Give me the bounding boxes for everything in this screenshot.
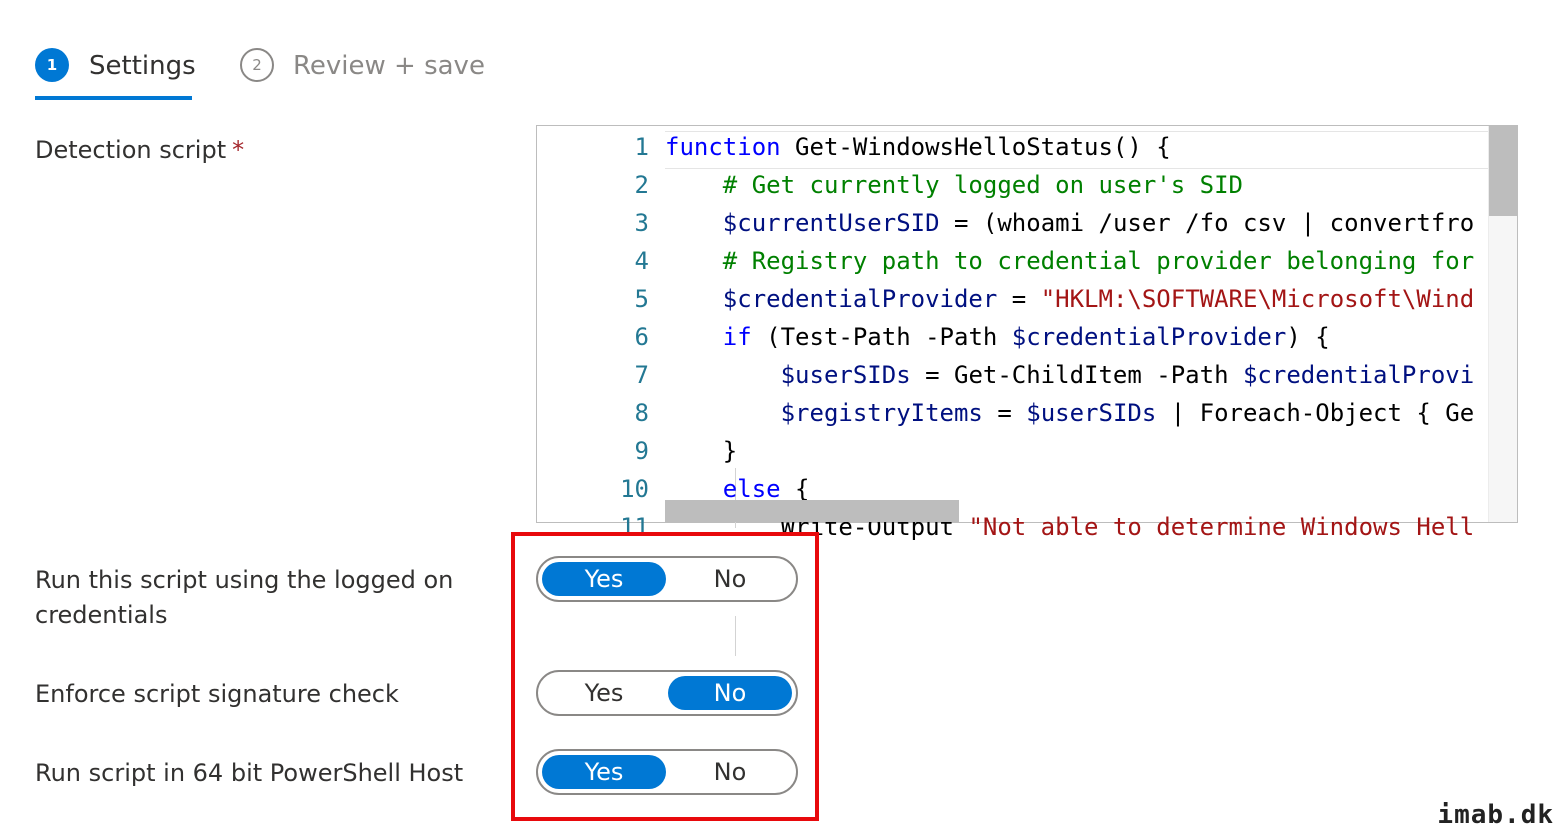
step-label-review-save: Review + save [293, 51, 485, 81]
line-number-gutter: 1 2 3 4 5 6 7 8 9 10 11 [537, 126, 665, 541]
64bit-host-label: Run script in 64 bit PowerShell Host [35, 759, 464, 787]
detection-script-editor[interactable]: 1 2 3 4 5 6 7 8 9 10 11 function Get-WindowsHelloS… [536, 125, 1518, 656]
run-as-logged-on-toggle[interactable]: Yes No [536, 556, 798, 602]
signature-check-label: Enforce script signature check [35, 680, 399, 708]
detection-script-label-text: Detection script [35, 136, 227, 164]
horizontal-scrollbar-thumb[interactable] [665, 500, 959, 522]
line-number: 10 [620, 475, 649, 503]
signature-check-yes[interactable]: Yes [584, 679, 624, 707]
line-number: 6 [634, 323, 649, 351]
indent-guide [735, 616, 736, 656]
watermark: imab.dk [1437, 800, 1554, 830]
code-line: $credentialProvider = "HKLM:\SOFTWARE\Mi… [722, 285, 1475, 313]
code-line: $registryItems = $userSIDs | Foreach-Obj… [780, 399, 1475, 427]
64bit-host-no[interactable]: No [713, 758, 747, 786]
step-number-1: 1 [35, 48, 69, 82]
code-line: function Get-WindowsHelloStatus() { [665, 133, 1171, 161]
step-number-2: 2 [240, 48, 274, 82]
line-number: 8 [634, 399, 649, 427]
code-area[interactable]: function Get-WindowsHelloStatus() { # Ge… [665, 126, 1489, 656]
line-number: 5 [634, 285, 649, 313]
code-line: # Registry path to credential provider b… [722, 247, 1475, 275]
line-number: 9 [634, 437, 649, 465]
code-line: # Get currently logged on user's SID [722, 171, 1243, 199]
indent-guide [735, 468, 736, 528]
line-number: 3 [634, 209, 649, 237]
line-number: 7 [634, 361, 649, 389]
line-number: 2 [634, 171, 649, 199]
run-as-logged-on-no[interactable]: No [713, 565, 747, 593]
active-step-indicator [35, 96, 192, 100]
detection-script-label: Detection script* [35, 133, 244, 168]
code-line: $currentUserSID = (whoami /user /fo csv … [722, 209, 1475, 237]
current-line-highlight [665, 131, 1489, 169]
code-line: $userSIDs = Get-ChildItem -Path $credent… [780, 361, 1475, 389]
code-line: else { [722, 475, 810, 503]
required-mark: * [232, 136, 245, 164]
line-number: 4 [634, 247, 649, 275]
line-number: 1 [634, 133, 649, 161]
signature-check-toggle[interactable]: Yes No [536, 670, 798, 716]
run-as-logged-on-yes[interactable]: Yes [542, 562, 666, 596]
code-line: if (Test-Path -Path $credentialProvider)… [722, 323, 1330, 351]
64bit-host-yes[interactable]: Yes [542, 755, 666, 789]
line-number: 11 [620, 513, 649, 541]
step-label-settings: Settings [89, 51, 196, 81]
vertical-scrollbar-thumb[interactable] [1489, 126, 1517, 216]
vertical-scrollbar[interactable] [1488, 126, 1517, 522]
64bit-host-toggle[interactable]: Yes No [536, 749, 798, 795]
run-as-logged-on-label: Run this script using the logged on cred… [35, 566, 454, 629]
code-line: } [665, 437, 738, 465]
signature-check-no[interactable]: No [668, 676, 792, 710]
